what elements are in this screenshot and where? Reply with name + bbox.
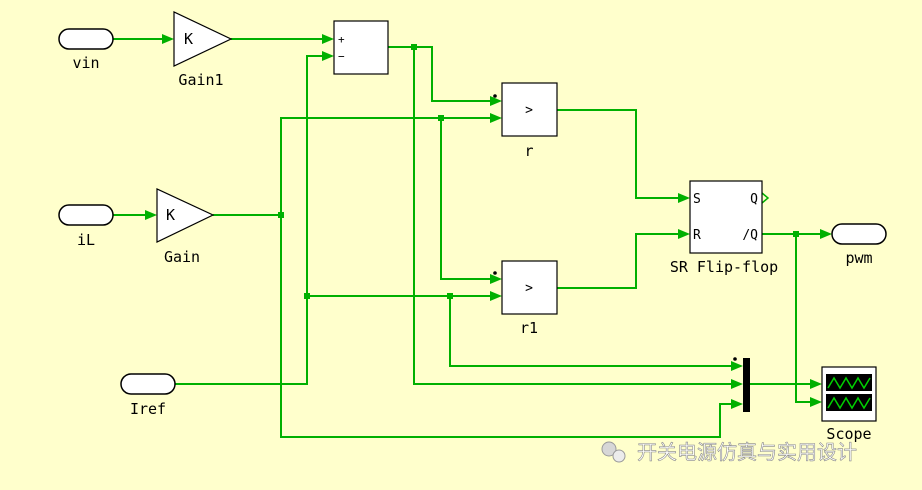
- gain1-block[interactable]: K Gain1: [173, 11, 233, 89]
- watermark: 开关电源仿真与实用设计: [601, 440, 857, 464]
- srff-q-port: Q: [750, 192, 758, 207]
- gain-block[interactable]: K Gain: [156, 188, 215, 266]
- relay-r1-block[interactable]: > r1: [493, 260, 558, 337]
- inport-iref-label: Iref: [130, 400, 166, 418]
- mux-bar: [743, 358, 750, 412]
- branch-point: [793, 231, 799, 237]
- srff-label: SR Flip-flop: [670, 258, 778, 276]
- wire-sum-to-mux: [413, 47, 731, 385]
- branch-point: [438, 115, 444, 121]
- sum-plus-sign: +: [338, 33, 345, 46]
- sum-block[interactable]: + −: [333, 20, 389, 75]
- arrow-icon: [678, 193, 690, 203]
- relay-r-symbol: >: [525, 103, 533, 118]
- outport-pwm[interactable]: pwm: [831, 223, 887, 267]
- gain1-label: Gain1: [178, 71, 223, 89]
- outport-pwm-label: pwm: [845, 249, 872, 267]
- wire-gain-branch-up: [280, 117, 490, 215]
- wire-iref: [175, 55, 322, 385]
- relay-r1-label: r1: [520, 319, 538, 337]
- srff-r-port: R: [693, 228, 701, 243]
- arrow-icon: [322, 51, 334, 61]
- arrow-icon: [490, 113, 502, 123]
- relay-r-block[interactable]: > r: [493, 82, 558, 160]
- branch-point: [447, 293, 453, 299]
- arrow-icon: [490, 274, 502, 284]
- srff-s-port: S: [693, 192, 701, 207]
- arrow-icon: [162, 34, 174, 44]
- wires: [113, 34, 832, 438]
- inport-vin-label: vin: [72, 54, 99, 72]
- scope-label: Scope: [826, 425, 871, 443]
- wire-sum-out: [388, 46, 490, 102]
- sr-flipflop-block[interactable]: S R Q /Q SR Flip-flop: [670, 180, 778, 276]
- scope-wave-icon: [827, 396, 871, 410]
- inport-il-label: iL: [77, 231, 95, 249]
- wire-iref-to-mux: [449, 296, 731, 367]
- wechat-logo-icon: [601, 441, 626, 463]
- srff-nq-port: /Q: [742, 228, 758, 243]
- branch-point: [278, 212, 284, 218]
- arrow-icon: [322, 34, 334, 44]
- relay-r-dot-icon: [493, 94, 497, 98]
- gain-label: Gain: [164, 248, 200, 266]
- q-output-chevron-icon: [761, 192, 770, 204]
- relay-r1-symbol: >: [525, 281, 533, 296]
- arrow-icon: [810, 379, 822, 389]
- arrow-icon: [731, 361, 743, 371]
- gain-triangle-icon: [156, 188, 215, 243]
- wire-gain-branch-down: [280, 215, 731, 438]
- inport-il[interactable]: iL: [58, 204, 114, 249]
- watermark-text: 开关电源仿真与实用设计: [637, 440, 857, 464]
- branch-point: [304, 293, 310, 299]
- gain-symbol: K: [166, 206, 175, 224]
- relay-r-label: r: [524, 142, 533, 160]
- relay-r1-dot-icon: [493, 271, 497, 275]
- arrow-icon: [145, 210, 157, 220]
- arrow-icon: [678, 229, 690, 239]
- inport-vin[interactable]: vin: [58, 28, 114, 72]
- inport-iref[interactable]: Iref: [120, 373, 176, 418]
- branch-point: [411, 44, 417, 50]
- arrow-icon: [820, 229, 832, 239]
- mux-dot-icon: [733, 357, 737, 361]
- wire-nq-to-scope: [795, 234, 810, 403]
- arrow-icon: [490, 96, 502, 106]
- arrow-icon: [731, 399, 743, 409]
- arrow-icon: [490, 291, 502, 301]
- arrow-icon: [731, 379, 743, 389]
- mux-block[interactable]: [733, 357, 750, 412]
- arrow-icon: [810, 397, 822, 407]
- sum-minus-sign: −: [338, 50, 345, 63]
- gain1-symbol: K: [184, 30, 193, 48]
- wire-r1-to-r: [557, 233, 678, 289]
- scope-wave-icon: [827, 376, 871, 390]
- wire-r-to-s: [557, 109, 678, 199]
- gain1-triangle-icon: [173, 11, 233, 67]
- wire-gain-to-r1: [440, 118, 490, 280]
- scope-block[interactable]: Scope: [821, 366, 877, 443]
